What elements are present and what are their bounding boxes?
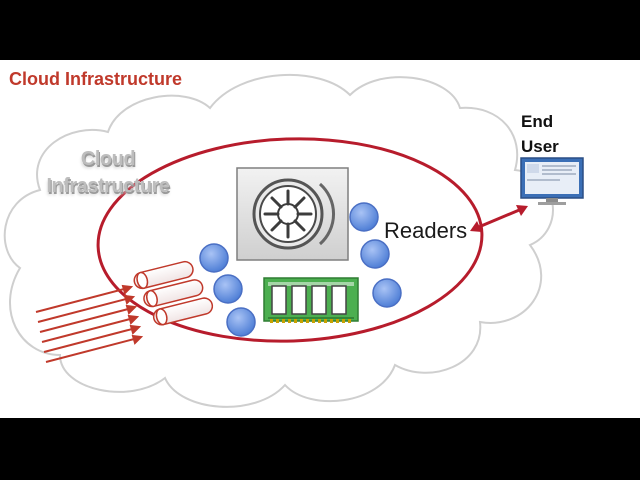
node-circle-icon [226,307,256,337]
incoming-data-lines [35,284,144,363]
end-user-line1: End [521,112,554,131]
end-user-label: End User [521,109,559,159]
infrastructure-ellipse [96,137,484,343]
hard-drive-icon [236,167,349,261]
cloud-caption-line1: Cloud [80,148,136,170]
slide-title: Cloud Infrastructure [9,69,183,89]
data-cylinders-icon [35,260,214,363]
computer-monitor-icon [520,157,584,205]
cloud-caption-line2: Infrastructure [46,175,170,197]
diagram-graphics [3,73,584,408]
node-circle-icon [360,239,390,269]
node-circle-icon [213,274,243,304]
readers-label: Readers [384,218,468,243]
end-user-line2: User [521,137,559,156]
memory-module-icon [263,277,359,323]
cloud-caption: Cloud Infrastructure [38,146,178,200]
node-circle-icon [199,243,229,273]
slide-canvas: Cloud Infrastructure Cloud Infrastructur… [0,60,640,418]
node-circles [199,202,402,337]
node-circle-icon [349,202,379,232]
node-circle-icon [372,278,402,308]
readers-user-arrow [470,205,528,232]
